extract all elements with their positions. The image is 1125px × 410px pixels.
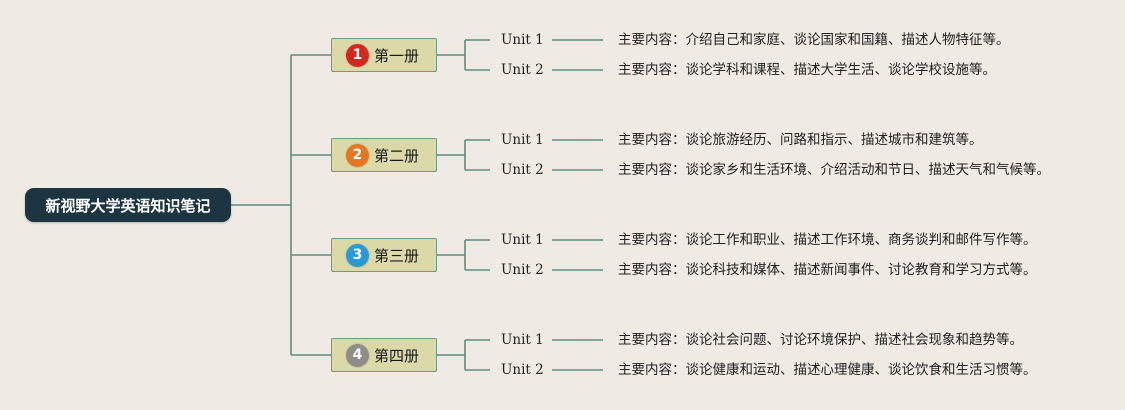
unit-label: Unit 2 bbox=[501, 262, 544, 278]
unit-content: 主要内容：谈论家乡和生活环境、介绍活动和节日、描述天气和气候等。 bbox=[618, 162, 1050, 178]
number-badge-icon: 3 bbox=[346, 243, 369, 267]
root-node: 新视野大学英语知识笔记 bbox=[25, 188, 231, 222]
book-label: 第一册 bbox=[374, 46, 420, 65]
unit-content: 主要内容：谈论学科和课程、描述大学生活、谈论学校设施等。 bbox=[618, 62, 996, 78]
unit-content: 主要内容：介绍自己和家庭、谈论国家和国籍、描述人物特征等。 bbox=[618, 32, 1010, 48]
book-label: 第四册 bbox=[374, 346, 420, 365]
book-label: 第三册 bbox=[374, 246, 420, 265]
unit-label: Unit 2 bbox=[501, 362, 544, 378]
book-node-1: 1 第一册 bbox=[331, 38, 437, 72]
number-badge-icon: 4 bbox=[346, 343, 369, 367]
unit-content: 主要内容：谈论社会问题、讨论环境保护、描述社会现象和趋势等。 bbox=[618, 332, 1023, 348]
root-node-label: 新视野大学英语知识笔记 bbox=[45, 196, 211, 215]
book-node-3: 3 第三册 bbox=[331, 238, 437, 272]
number-badge-icon: 2 bbox=[346, 143, 369, 167]
unit-content: 主要内容：谈论科技和媒体、描述新闻事件、讨论教育和学习方式等。 bbox=[618, 262, 1037, 278]
unit-label: Unit 1 bbox=[501, 32, 544, 48]
number-badge-icon: 1 bbox=[346, 43, 369, 67]
unit-label: Unit 2 bbox=[501, 62, 544, 78]
unit-content: 主要内容：谈论旅游经历、问路和指示、描述城市和建筑等。 bbox=[618, 132, 983, 148]
unit-label: Unit 1 bbox=[501, 232, 544, 248]
unit-label: Unit 1 bbox=[501, 132, 544, 148]
unit-label: Unit 2 bbox=[501, 162, 544, 178]
book-node-2: 2 第二册 bbox=[331, 138, 437, 172]
unit-content: 主要内容：谈论健康和运动、描述心理健康、谈论饮食和生活习惯等。 bbox=[618, 362, 1037, 378]
book-label: 第二册 bbox=[374, 146, 420, 165]
unit-content: 主要内容：谈论工作和职业、描述工作环境、商务谈判和邮件写作等。 bbox=[618, 232, 1037, 248]
unit-label: Unit 1 bbox=[501, 332, 544, 348]
book-node-4: 4 第四册 bbox=[331, 338, 437, 372]
